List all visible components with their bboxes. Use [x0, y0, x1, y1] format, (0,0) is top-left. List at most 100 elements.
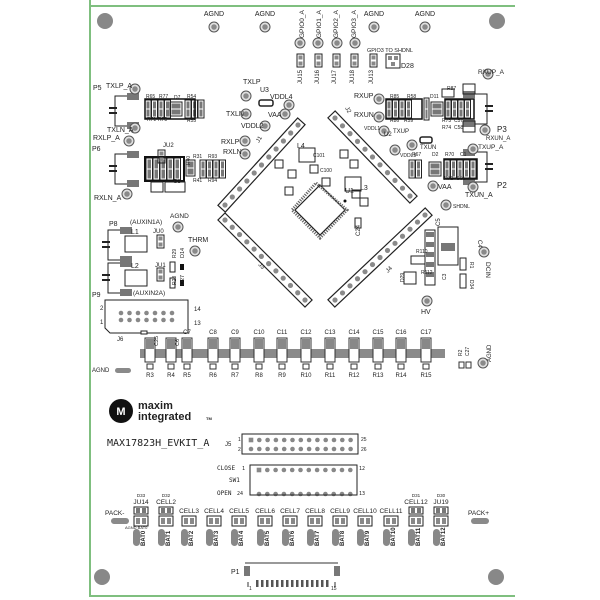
cell-header-CELL3 — [181, 515, 197, 527]
logo-maxim: maxim — [138, 400, 173, 412]
cell-pin — [209, 518, 213, 524]
cap-pad — [167, 339, 175, 349]
d27-label: D27 — [180, 275, 186, 285]
resistor-R4 — [167, 363, 175, 370]
left-resistor-pad — [186, 101, 190, 109]
cap-C17 — [420, 337, 432, 363]
cap-C8 — [207, 337, 219, 363]
rxup-a-label: RXUP_A — [478, 69, 505, 76]
u1-label: U1 — [345, 188, 354, 195]
j4-pin — [392, 240, 398, 246]
resistor-label-R10: R10 — [300, 373, 312, 379]
j4-header — [327, 207, 433, 308]
bat-label-BAT3: BAT3 — [214, 530, 220, 546]
right-left-resistor-pad — [201, 169, 205, 177]
cell-pin — [360, 518, 364, 524]
p6-resistor-pad — [168, 159, 172, 169]
j6-pin — [161, 310, 166, 316]
txu-resistor-pad — [452, 161, 455, 169]
l2-label: L2 — [131, 263, 139, 270]
d7-diode-pad — [171, 109, 181, 115]
d28-pad — [388, 56, 392, 60]
vddl1-label: VDDL1 — [364, 126, 380, 132]
p1-pin — [261, 580, 264, 587]
j2-label: J2 — [343, 106, 352, 115]
cell-header-CELL12 — [408, 515, 424, 527]
cell-header-CELL6 — [257, 515, 273, 527]
txu-resistor-pad — [471, 169, 475, 177]
resistor-label-R9: R9 — [278, 373, 286, 379]
txup-a-label: TXUP_A — [478, 144, 504, 151]
j5-pin — [248, 437, 254, 443]
logo-integrated: integrated — [138, 411, 191, 423]
sw1-pin — [314, 467, 320, 473]
j6-pin-14: 14 — [194, 307, 201, 313]
vddl3-label: VDDL3 — [400, 153, 416, 159]
caprow-agnd-right: AGND — [487, 344, 493, 362]
mounting-hole — [94, 569, 110, 585]
d1-diode-pad — [187, 161, 194, 168]
cap-label-C17: C17 — [420, 330, 432, 336]
cell-diode-label-D33: D33 — [137, 493, 146, 498]
resistor-label-R3: R3 — [146, 373, 154, 379]
cell-pin — [386, 518, 390, 524]
r58-label: R58 — [407, 94, 416, 100]
d28-pad — [394, 56, 398, 60]
j5-pin — [273, 446, 279, 452]
j5-pin — [306, 446, 312, 452]
p6-resistor-pad — [175, 169, 179, 179]
cell-pin — [392, 518, 396, 524]
gpio-jumper — [369, 53, 378, 68]
resistor-label-R15: R15 — [420, 373, 432, 379]
j2-pin — [339, 123, 346, 129]
cap-label-C11: C11 — [277, 330, 288, 336]
r87-resistor — [441, 88, 455, 98]
cap-C11 — [276, 337, 288, 363]
gpio-jumper-pin — [316, 55, 321, 60]
txu-resistor-group — [443, 158, 478, 180]
d1-diode-pad — [187, 168, 194, 175]
bat-pad-BAT6 — [282, 529, 289, 546]
cell-diode — [133, 506, 149, 515]
c4-capacitor — [437, 226, 459, 266]
cell-label-CELL5: CELL5 — [229, 508, 249, 515]
bat-pad-BAT0 — [133, 529, 140, 546]
rxup-a-testpoint — [485, 71, 491, 77]
agnd-label: AGND — [204, 11, 224, 18]
j6-pin — [161, 317, 166, 323]
j5-pin — [331, 446, 337, 452]
j2-pin — [407, 193, 413, 199]
r36-resistor — [462, 120, 476, 133]
resistor-R8 — [255, 363, 263, 370]
auxin2a-label: (AUXIN2A) — [133, 290, 165, 297]
d11-diode — [430, 101, 444, 117]
shdnl-testpoint — [443, 202, 449, 208]
rxlp-label: RXLP — [221, 139, 240, 146]
right-resistor-pad — [459, 109, 463, 117]
j1-pin — [244, 178, 250, 184]
cap-pad — [183, 339, 191, 349]
sw1-pin — [331, 491, 337, 497]
j1-pin — [237, 186, 243, 192]
pack-minus-pad — [111, 518, 129, 524]
j5-pin — [248, 446, 254, 452]
u1-pins — [289, 180, 350, 241]
r67-label: R67 — [412, 152, 421, 158]
r110-label: R110 — [416, 249, 428, 255]
j6-pin — [144, 310, 149, 316]
p1-pin — [291, 580, 294, 587]
resistor-R10 — [302, 363, 310, 370]
u1-cap — [287, 169, 297, 179]
j6-pin-1: 1 — [100, 320, 104, 326]
shdnl-label: SHDNL — [453, 204, 470, 210]
d14-label: D14 — [180, 248, 186, 258]
c100-label: C100 — [320, 168, 332, 174]
txun-testpoint — [409, 142, 415, 148]
p6-resistor-pad — [154, 169, 158, 179]
r67-resistor-pad — [410, 169, 414, 177]
cap-label-C16: C16 — [395, 330, 407, 336]
resistor-R13 — [374, 363, 382, 370]
j5-pin — [323, 446, 329, 452]
p1-mount-pad — [334, 566, 340, 576]
p8-label: P8 — [109, 221, 118, 228]
